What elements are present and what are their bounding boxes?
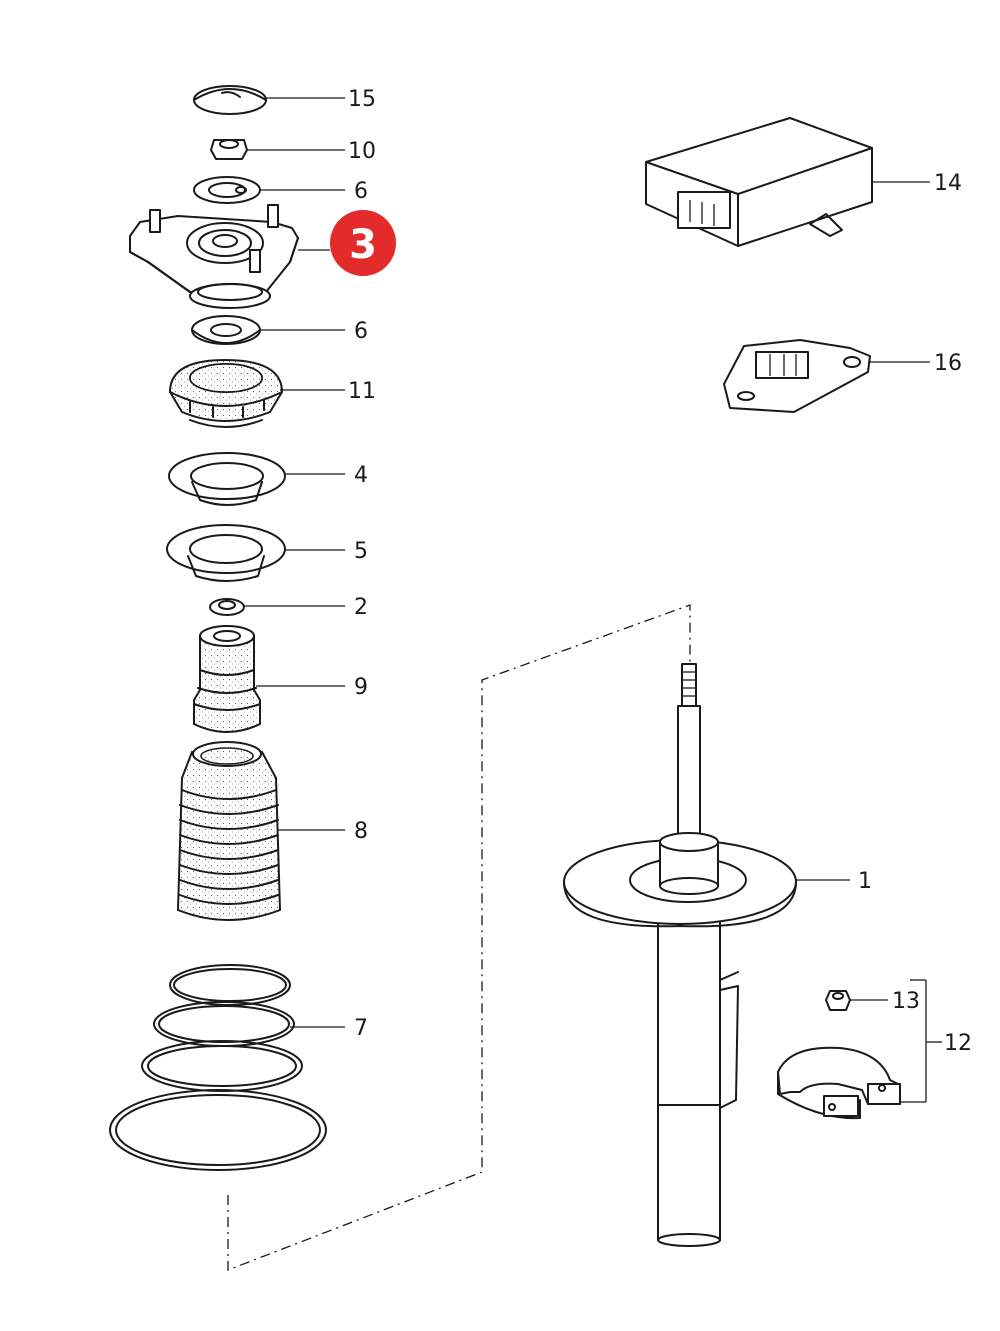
callout-10: 10 <box>348 139 376 164</box>
badge-label: 3 <box>349 222 377 268</box>
callout-15: 15 <box>348 87 376 112</box>
callout-13: 13 <box>892 989 920 1014</box>
callout-2: 2 <box>354 595 368 620</box>
part-15-cap <box>193 85 267 115</box>
leader-12-bracket <box>900 979 942 1103</box>
callout-5: 5 <box>354 539 368 564</box>
badge-circle <box>330 210 396 276</box>
callout-4: 4 <box>354 463 368 488</box>
part-10-nut <box>210 139 248 160</box>
callout-14: 14 <box>934 171 962 196</box>
callout-7: 7 <box>354 1016 368 1041</box>
part-16-bracket <box>723 339 871 413</box>
callout-11: 11 <box>348 379 376 404</box>
part-2-washer <box>209 598 245 616</box>
part-14-control-unit <box>645 117 873 247</box>
part-3-strut-top-mount <box>129 204 299 309</box>
callout-8: 8 <box>354 819 368 844</box>
part-13-nut <box>825 990 851 1011</box>
part-1-strut <box>563 663 797 1247</box>
part-9-bump-stop <box>193 625 261 733</box>
callout-6-lower: 6 <box>354 319 368 344</box>
callout-9: 9 <box>354 675 368 700</box>
part-6-washer-lower <box>191 315 261 345</box>
callout-1: 1 <box>858 869 872 894</box>
part-6-washer-top <box>193 176 261 204</box>
callout-16: 16 <box>934 351 962 376</box>
callout-12: 12 <box>944 1031 972 1056</box>
part-4-spring-seat <box>168 452 286 506</box>
part-8-dust-boot <box>176 741 282 921</box>
part-5-spring-seat <box>166 524 286 582</box>
part-12-clamp <box>777 1046 901 1120</box>
part-7-coil-spring <box>109 964 327 1171</box>
highlight-badge-3[interactable]: 3 <box>330 210 396 276</box>
callout-6-top: 6 <box>354 179 368 204</box>
part-11-spring-pad <box>168 358 284 428</box>
